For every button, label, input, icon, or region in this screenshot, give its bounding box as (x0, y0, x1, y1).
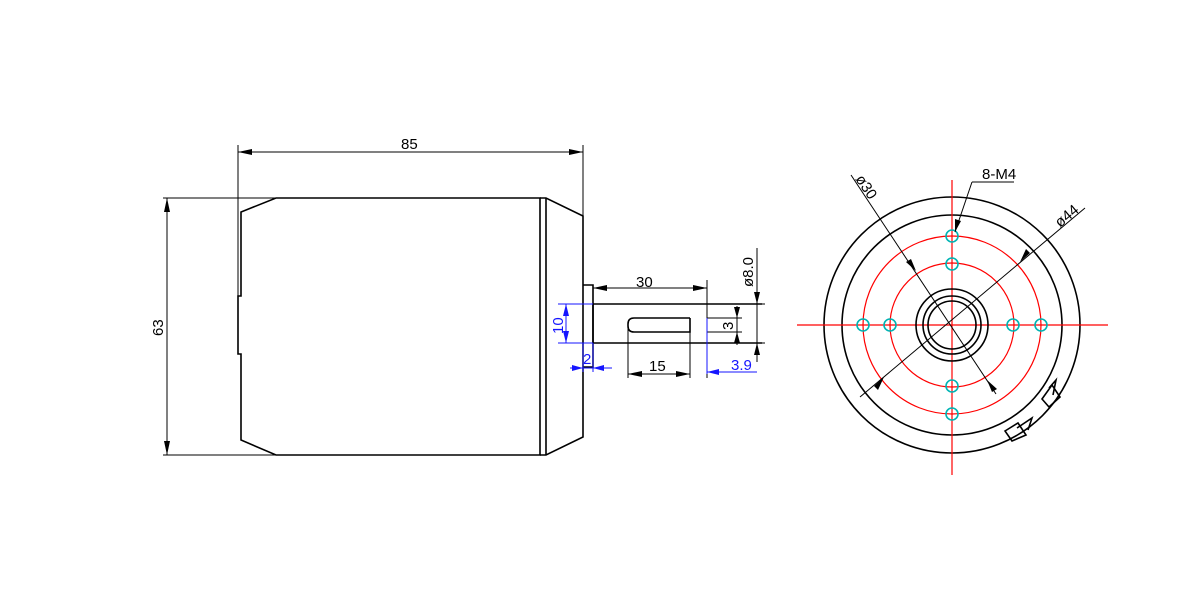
dim-length-label: 85 (401, 136, 418, 153)
arrow-outer-pcd-b (874, 377, 884, 390)
pcd-inner-circle (889, 262, 1015, 388)
arrow-holes (955, 219, 961, 232)
shaft-flat-slot (627, 317, 691, 333)
hub-inner-circle (922, 295, 982, 355)
label-holes: 8-M4 (982, 166, 1016, 183)
blue-arrow-offset-left (572, 365, 583, 371)
mounting-hole (945, 229, 959, 243)
mounting-hole (945, 257, 959, 271)
arrow-depth-bottom (734, 332, 740, 343)
mounting-holes (856, 229, 1048, 421)
arrow-depth-top (734, 307, 740, 318)
mounting-hole (1006, 318, 1020, 332)
dim-diameter-label: ø8.0 (740, 257, 757, 287)
dim-flat-offset-label: 3.9 (731, 357, 752, 374)
mounting-hole (856, 318, 870, 332)
arrow-inner-pcd-a (906, 259, 916, 271)
arrow-shaft-left (593, 285, 607, 291)
dim-flat-depth-label: 3 (720, 322, 737, 330)
mounting-hole (945, 379, 959, 393)
side-view: 85 63 30 15 ø8.0 3 10 (150, 136, 765, 456)
arrow-inner-pcd-b (987, 380, 997, 392)
dim-step-height-label: 10 (550, 317, 567, 334)
dim-height-label: 63 (150, 319, 167, 336)
dim-step-offset-label: 2 (583, 351, 591, 368)
leader-outer-pcd (859, 207, 1086, 398)
mounting-hole (883, 318, 897, 332)
arrow-flat-right (676, 371, 690, 377)
arrow-length-left (238, 149, 252, 155)
arrow-dia-top (754, 292, 760, 304)
arrow-length-right (569, 149, 583, 155)
hub-outer-circle (915, 288, 989, 362)
blue-arrow-flat-offset (707, 369, 719, 375)
blue-arrow-offset-right (593, 365, 604, 371)
shaft-circle (927, 300, 977, 350)
dim-shaft-length-label: 30 (636, 274, 653, 291)
mounting-hole (1034, 318, 1048, 332)
leader-inner-pcd (850, 174, 997, 395)
pcd-outer-circle (862, 235, 1042, 415)
arrow-shaft-right (693, 285, 707, 291)
mounting-hole (945, 407, 959, 421)
arrow-dia-bottom (754, 343, 760, 355)
label-inner-pcd: ø30 (852, 172, 881, 203)
blue-arrow-step-top (563, 304, 569, 316)
arrow-height-top (164, 198, 170, 212)
front-view: ø30 ø44 8-M4 (797, 166, 1108, 475)
dim-flat-length-label: 15 (649, 358, 666, 375)
rotation-arrow-icon (1003, 377, 1062, 442)
label-outer-pcd: ø44 (1052, 201, 1083, 231)
arrow-flat-left (628, 371, 642, 377)
blue-arrow-step-bottom (563, 331, 569, 343)
front-bevel-outline (540, 197, 584, 456)
motor-body-outline (237, 197, 541, 456)
arrow-outer-pcd-a (1020, 249, 1030, 262)
arrow-height-bottom (164, 441, 170, 455)
